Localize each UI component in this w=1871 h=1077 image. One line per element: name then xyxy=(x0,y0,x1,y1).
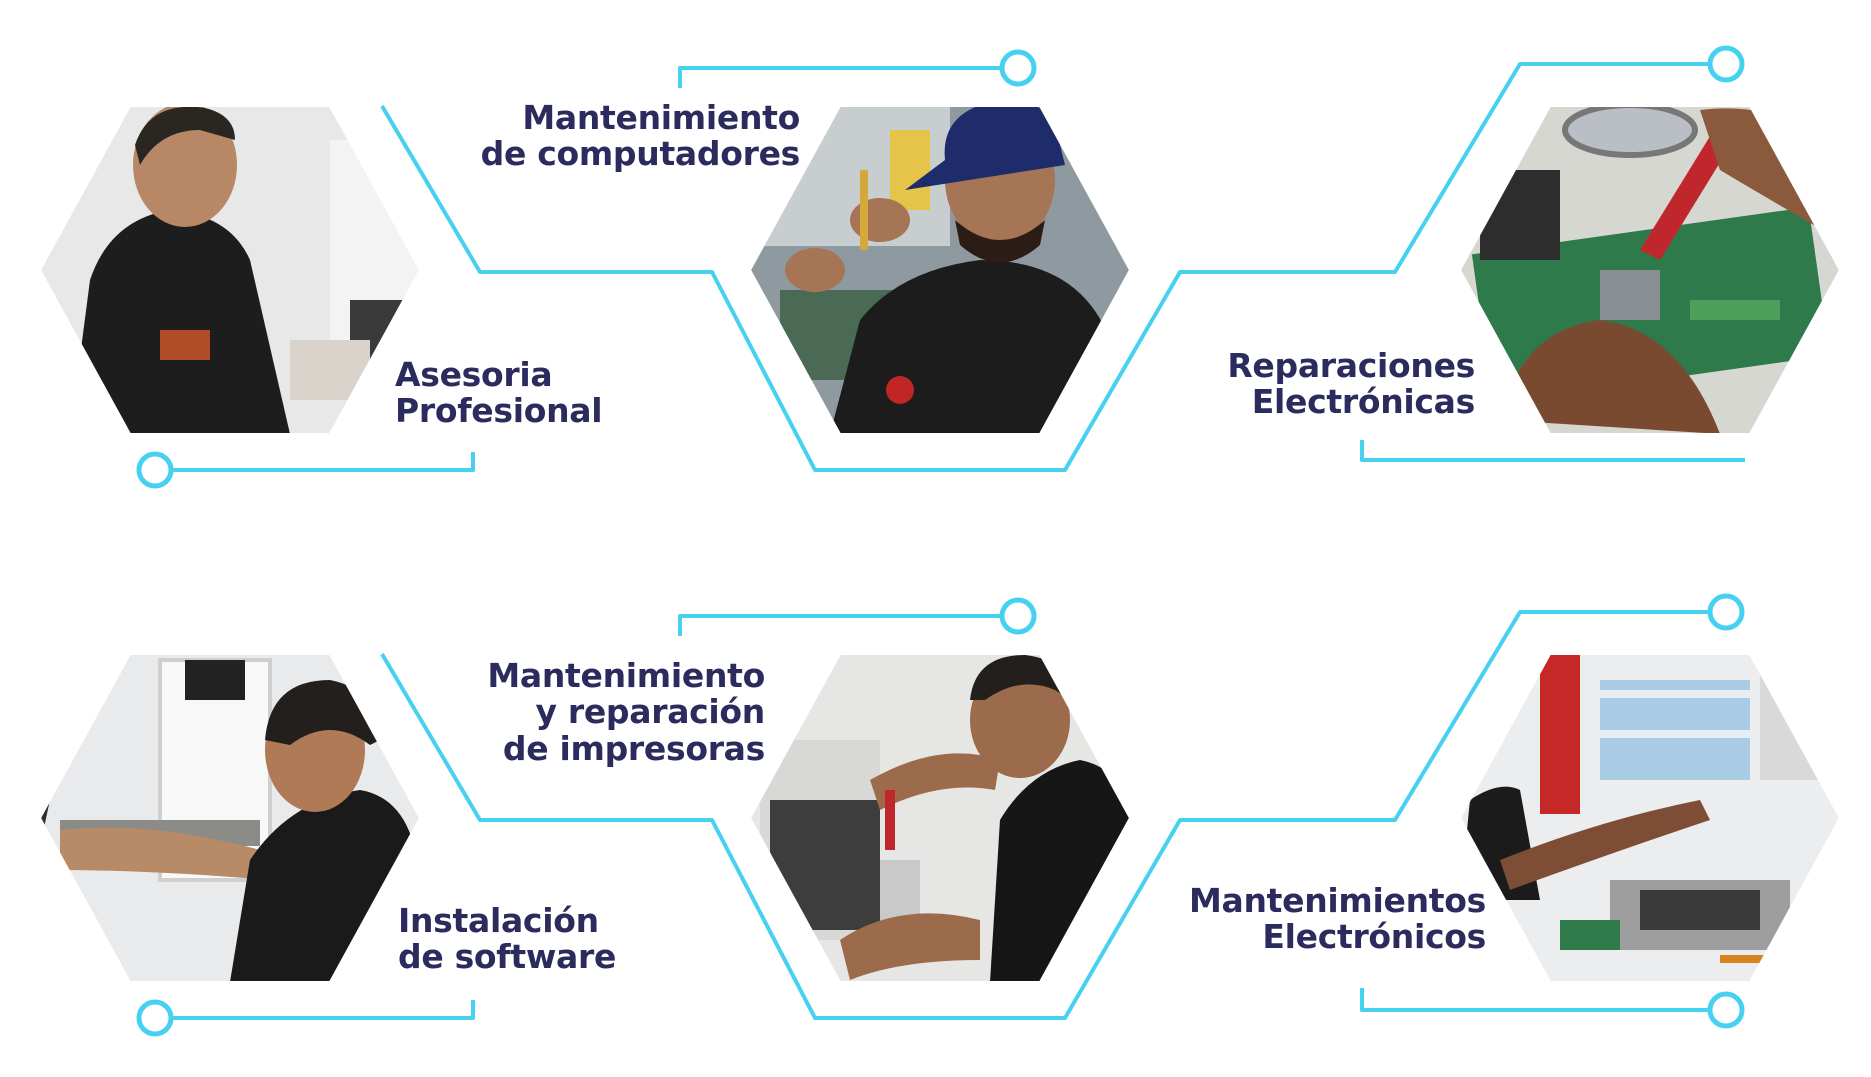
node-circle xyxy=(999,597,1037,635)
label-line: Electrónicas xyxy=(1251,382,1476,422)
node-circle xyxy=(1707,45,1745,83)
label-line: Instalación xyxy=(398,901,599,940)
connector-asesoria xyxy=(155,452,475,472)
photo-mantenimientos xyxy=(1460,654,1840,982)
service-label-electronicas: Reparaciones Electrónicas xyxy=(1227,346,1476,422)
service-label-software: Instalación de software xyxy=(398,901,617,977)
label-line: de computadores xyxy=(480,134,801,174)
photo-electronicas xyxy=(1460,106,1840,434)
service-label-mantenimientos: Mantenimientos Electrónicos xyxy=(1188,881,1486,957)
label-line: Mantenimiento xyxy=(522,98,800,137)
connector-electronicas xyxy=(1360,440,1745,462)
label-line: de impresoras xyxy=(502,728,765,768)
connector-mantenimientos xyxy=(1360,988,1708,1012)
node-circle xyxy=(1707,593,1745,631)
photo-impresoras xyxy=(750,654,1130,982)
connector-nodes xyxy=(136,45,1745,1037)
photo-asesoria xyxy=(40,106,420,434)
service-label-asesoria: Asesoria Profesional xyxy=(395,355,603,431)
connector-impresoras-top xyxy=(678,614,1000,636)
label-line: Mantenimientos xyxy=(1188,881,1486,920)
node-circle xyxy=(136,451,174,489)
connector-lines xyxy=(155,62,1745,1020)
label-line: Asesoria xyxy=(395,355,553,394)
label-line: Profesional xyxy=(395,391,603,431)
label-line: Mantenimiento xyxy=(487,656,765,695)
label-line: Reparaciones xyxy=(1227,346,1475,385)
service-label-computadores: Mantenimiento de computadores xyxy=(480,98,801,174)
label-line: de software xyxy=(398,937,617,977)
connector-computadores-top xyxy=(678,66,1000,88)
node-circle xyxy=(136,999,174,1037)
node-circle xyxy=(1707,991,1745,1029)
connector-zigzag-1 xyxy=(380,62,1708,472)
label-line: y reparación xyxy=(535,692,765,732)
connector-software xyxy=(155,1000,475,1020)
connector-zigzag-2 xyxy=(380,610,1708,1020)
photo-computadores xyxy=(750,106,1130,434)
node-circle xyxy=(999,49,1037,87)
service-label-impresoras: Mantenimiento y reparación de impresoras xyxy=(487,656,765,768)
label-line: Electrónicos xyxy=(1262,917,1486,957)
